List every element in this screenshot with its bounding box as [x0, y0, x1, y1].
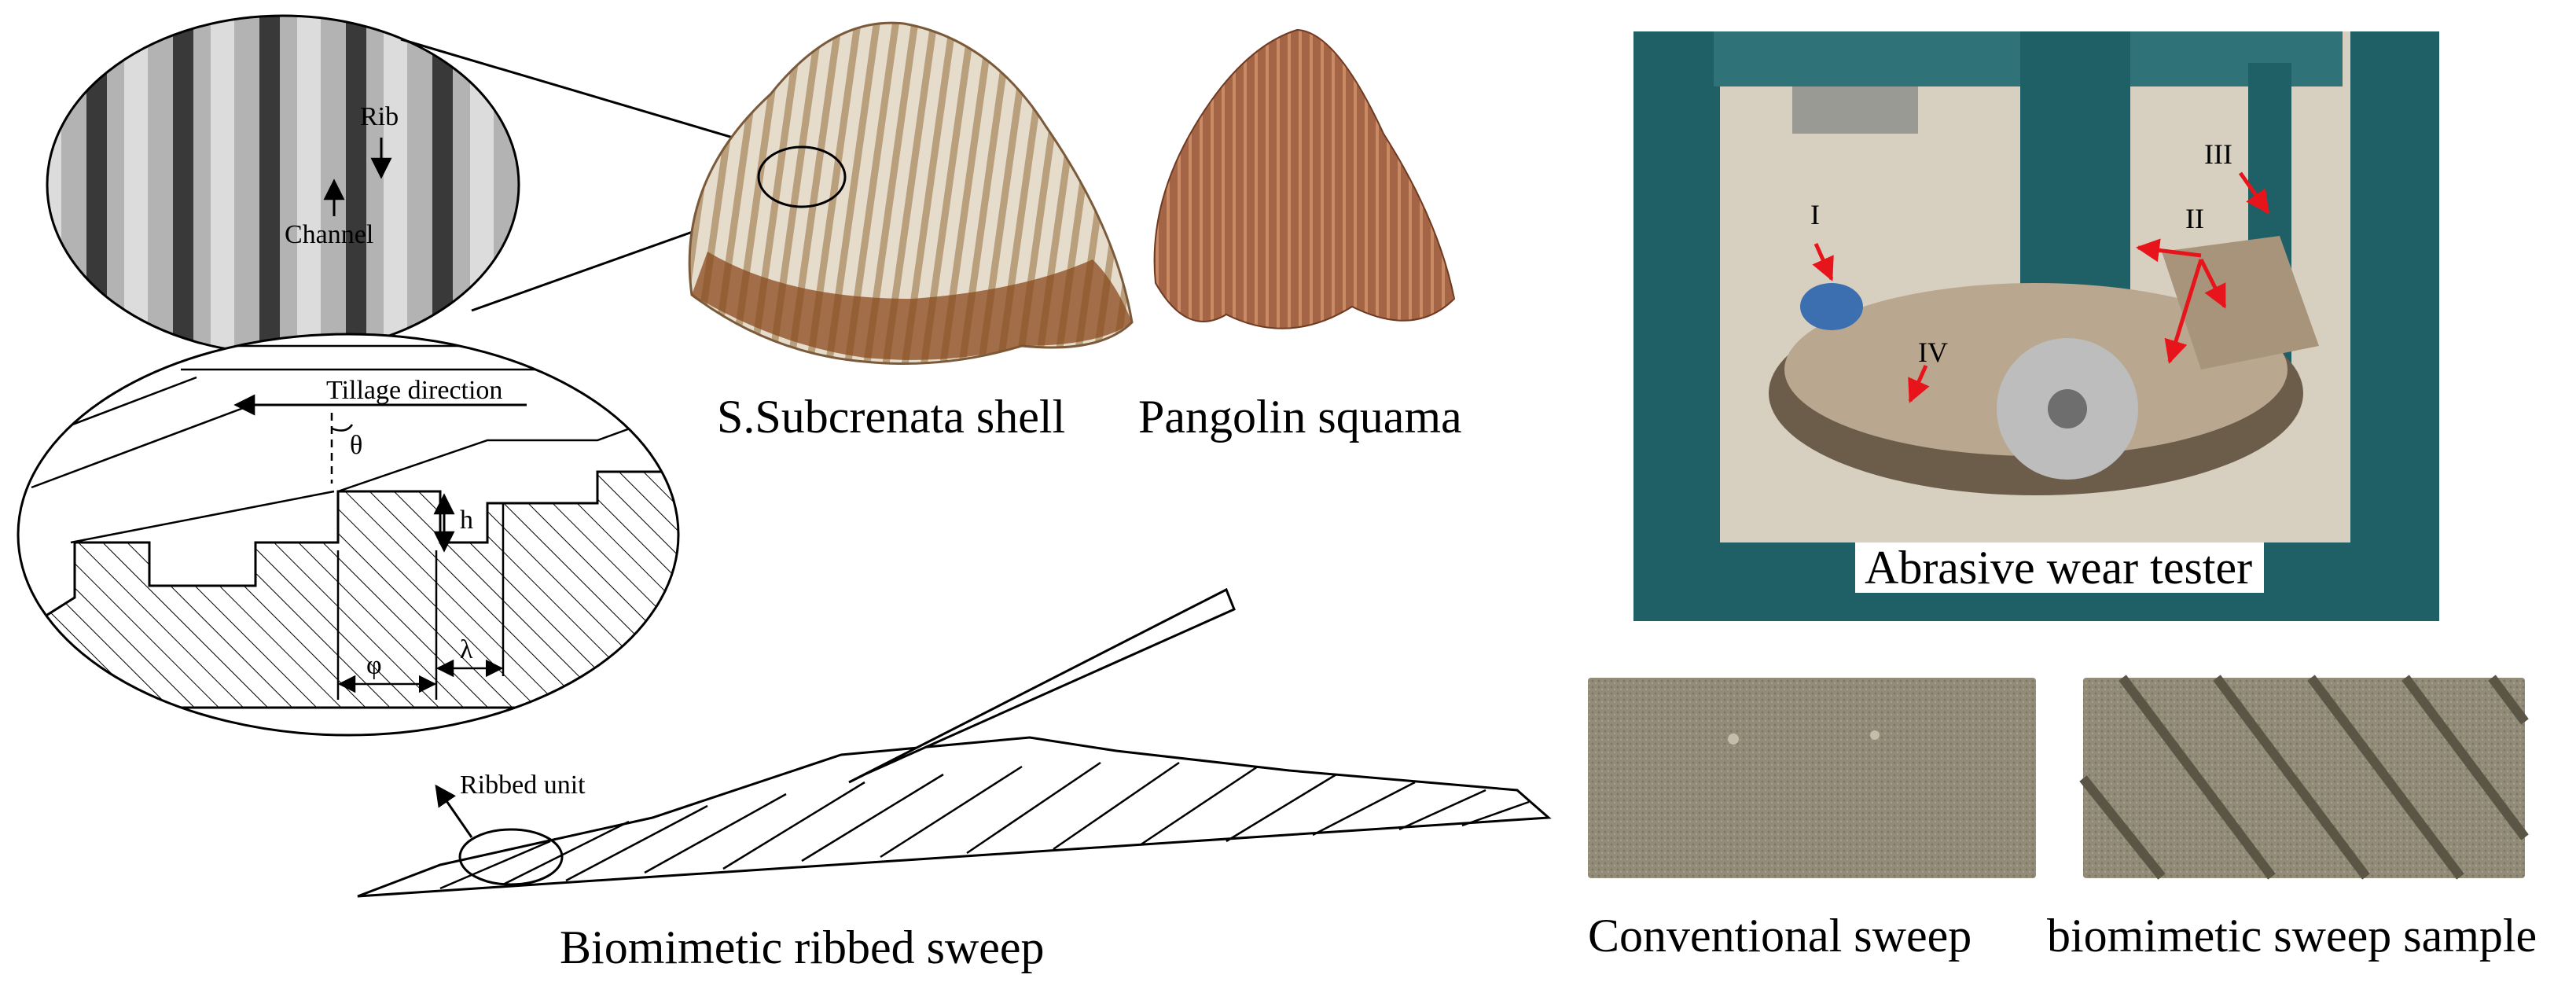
ribbed-unit-circle	[458, 828, 564, 886]
theta-arc	[331, 424, 354, 432]
tester-arrows	[1812, 171, 2270, 403]
squama-photo	[1153, 28, 1456, 329]
biomimetic-sweep-caption: biomimetic sweep sample	[2047, 910, 2537, 962]
tester-caption: Abrasive wear tester	[1865, 542, 2253, 594]
shell-caption: S.Subcrenata shell	[717, 391, 1066, 443]
tester-label-IV: IV	[1918, 337, 1948, 368]
sweep-drawing	[357, 587, 1552, 898]
rib-cross-section	[17, 333, 680, 737]
phi-label: φ	[366, 651, 382, 680]
shell-photo	[688, 21, 1134, 365]
tester-label-I: I	[1810, 199, 1820, 230]
theta-label: θ	[350, 431, 363, 460]
lambda-label: λ	[460, 635, 473, 664]
squama-caption: Pangolin squama	[1138, 391, 1462, 443]
rib-micrograph	[46, 14, 520, 355]
tester-label-II: II	[2185, 203, 2204, 234]
tillage-direction-label: Tillage direction	[326, 376, 503, 405]
tester-label-III: III	[2204, 138, 2232, 170]
conventional-sample-photo	[1582, 668, 2043, 888]
shell-zoom-circle	[757, 145, 847, 208]
ribbed-unit-label: Ribbed unit	[460, 770, 586, 800]
biomimetic-sample-photo	[2073, 668, 2534, 888]
channel-label: Channel	[285, 220, 374, 249]
width-dimensions	[336, 503, 505, 700]
ribbed-unit-arrow	[435, 784, 473, 838]
conventional-sweep-caption: Conventional sweep	[1588, 910, 1972, 962]
rib-label: Rib	[360, 102, 399, 131]
sweep-caption: Biomimetic ribbed sweep	[560, 921, 1045, 973]
wear-tester-photo	[1633, 31, 2439, 621]
h-label: h	[460, 506, 473, 535]
tester-caption-box	[1855, 542, 2264, 593]
